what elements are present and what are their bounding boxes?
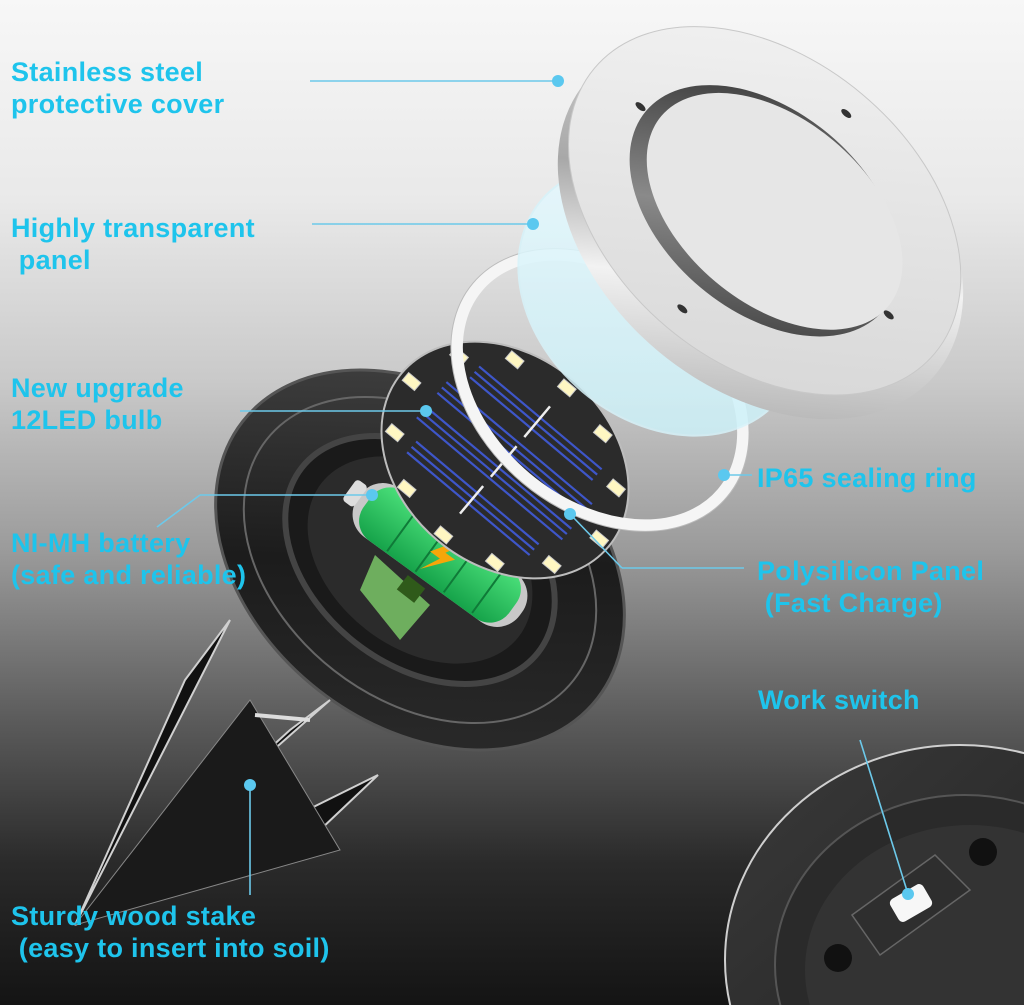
label-line: Work switch xyxy=(758,685,920,715)
label-line: (easy to insert into soil) xyxy=(11,933,330,963)
label-line: panel xyxy=(11,245,91,275)
ground-stake xyxy=(73,619,379,926)
circuit-board xyxy=(360,555,430,640)
label-sealing-ring: IP65 sealing ring xyxy=(757,462,977,494)
label-battery: NI-MH battery(safe and reliable) xyxy=(11,527,246,591)
label-line: protective cover xyxy=(11,89,225,119)
label-ground-stake: Sturdy wood stake (easy to insert into s… xyxy=(11,900,330,964)
label-work-switch: Work switch xyxy=(758,684,920,716)
work-switch-button xyxy=(889,884,933,922)
callouts xyxy=(156,75,914,900)
label-line: (Fast Charge) xyxy=(757,588,943,618)
label-line: (safe and reliable) xyxy=(11,560,247,590)
label-transparent-panel: Highly transparent panel xyxy=(11,212,255,276)
label-line: IP65 sealing ring xyxy=(757,463,977,493)
label-line: NI-MH battery xyxy=(11,528,191,558)
label-line: Sturdy wood stake xyxy=(11,901,257,931)
label-line: Polysilicon Panel xyxy=(757,556,985,586)
stainless-steel-cover xyxy=(557,26,964,420)
label-line: Stainless steel xyxy=(11,57,204,87)
label-line: Highly transparent xyxy=(11,213,255,243)
label-line: 12LED bulb xyxy=(11,405,163,435)
label-polysilicon-panel: Polysilicon Panel (Fast Charge) xyxy=(757,555,984,619)
work-switch-inset xyxy=(724,744,1024,1005)
label-line: New upgrade xyxy=(11,373,184,403)
